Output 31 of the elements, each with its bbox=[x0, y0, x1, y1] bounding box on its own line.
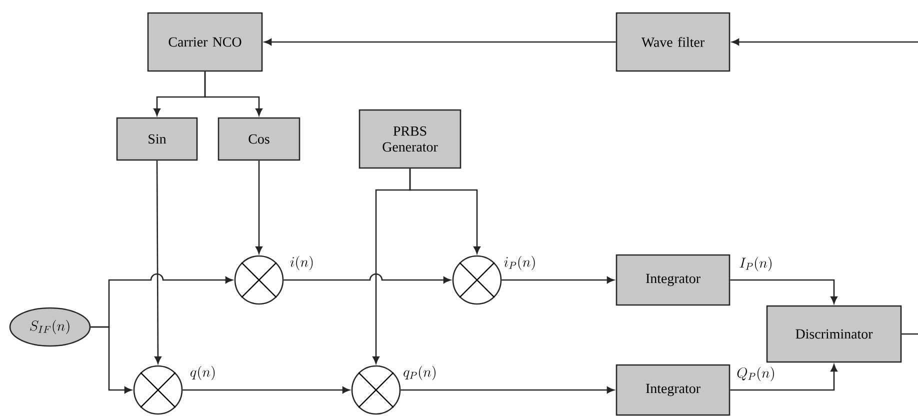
edge-label: $q_P(n)$ bbox=[402, 364, 438, 382]
edge-label: $q(n)$ bbox=[188, 364, 218, 382]
process-box: Sin bbox=[116, 117, 198, 161]
arrow bbox=[284, 273, 451, 284]
mixer-symbol bbox=[234, 255, 284, 305]
process-box: Cos bbox=[218, 117, 300, 161]
arrow bbox=[204, 72, 262, 116]
mixer-symbol bbox=[351, 365, 401, 415]
process-box: PRBS Generator bbox=[358, 109, 462, 169]
arrow bbox=[502, 276, 614, 284]
arrow bbox=[372, 168, 411, 364]
edge-label: $I_P(n)$ bbox=[738, 256, 774, 272]
arrow bbox=[182, 386, 350, 394]
edge-label: $i_P(n)$ bbox=[502, 254, 538, 272]
arrow bbox=[264, 38, 616, 46]
process-box: Carrier NCO bbox=[147, 12, 263, 72]
arrow bbox=[154, 160, 162, 364]
arrow bbox=[256, 160, 262, 254]
mixer-symbol bbox=[452, 255, 502, 305]
arrow bbox=[90, 326, 132, 394]
arrow bbox=[400, 386, 614, 394]
edge-label: $Q_P(n)$ bbox=[736, 366, 776, 382]
arrow bbox=[732, 38, 918, 46]
process-box: Integrator bbox=[616, 254, 730, 306]
mixer-symbol bbox=[133, 365, 183, 415]
arrow bbox=[730, 279, 838, 304]
arrow bbox=[730, 364, 838, 391]
edge-label: $i(n)$ bbox=[288, 254, 316, 272]
process-box: Discriminator bbox=[766, 305, 902, 363]
process-box: Wave filter bbox=[616, 12, 730, 72]
process-box: Integrator bbox=[616, 364, 730, 416]
